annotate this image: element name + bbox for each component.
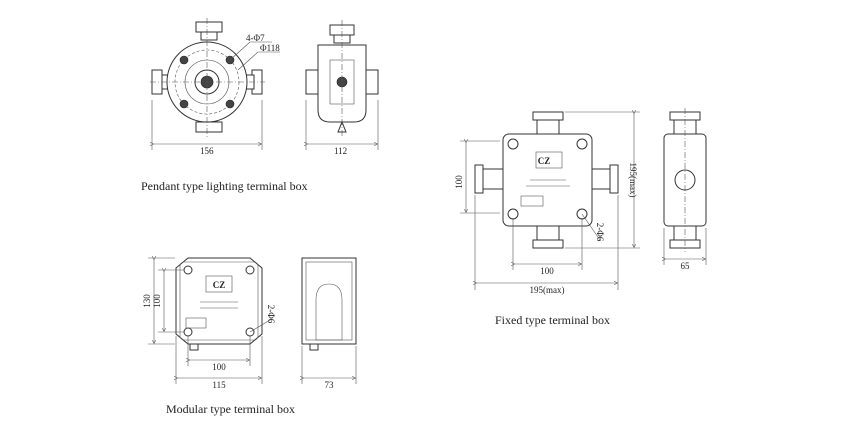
modular-side-view — [302, 257, 357, 384]
fixed-inner-width-dim: 100 — [540, 266, 554, 276]
modular-holes-dim: 2-Φ6 — [266, 305, 276, 324]
fixed-front-view — [460, 112, 640, 290]
modular-caption: Modular type terminal box — [166, 402, 295, 416]
pendant-caption: Pendant type lighting terminal box — [141, 179, 308, 193]
fixed-holes-dim: 2-Φ6 — [595, 223, 605, 242]
modular-outer-height-dim: 130 — [142, 294, 152, 308]
pendant-side-view — [306, 20, 379, 150]
modular-logo: CZ — [213, 280, 226, 290]
fixed-logo: CZ — [538, 156, 551, 166]
modular-inner-width-dim: 100 — [212, 362, 226, 372]
modular-front-view — [148, 258, 271, 384]
fixed-total-width-dim: 195(max) — [530, 285, 565, 295]
modular-outer-width-dim: 115 — [212, 380, 226, 390]
pendant-holes-dim: 4-Φ7 — [246, 33, 265, 43]
pendant-front-view — [150, 18, 280, 150]
fixed-side-view — [664, 108, 707, 265]
fixed-total-height-dim: 195(max) — [628, 163, 638, 198]
fixed-side-dim: 65 — [681, 261, 691, 271]
fixed-caption: Fixed type terminal box — [495, 313, 610, 327]
pendant-side-dim: 112 — [334, 146, 347, 156]
modular-inner-height-dim: 100 — [152, 294, 162, 308]
pendant-circle-dim: Φ118 — [260, 43, 280, 53]
fixed-height-dim: 100 — [454, 175, 464, 189]
pendant-width-dim: 156 — [200, 146, 214, 156]
modular-side-dim: 73 — [325, 380, 335, 390]
